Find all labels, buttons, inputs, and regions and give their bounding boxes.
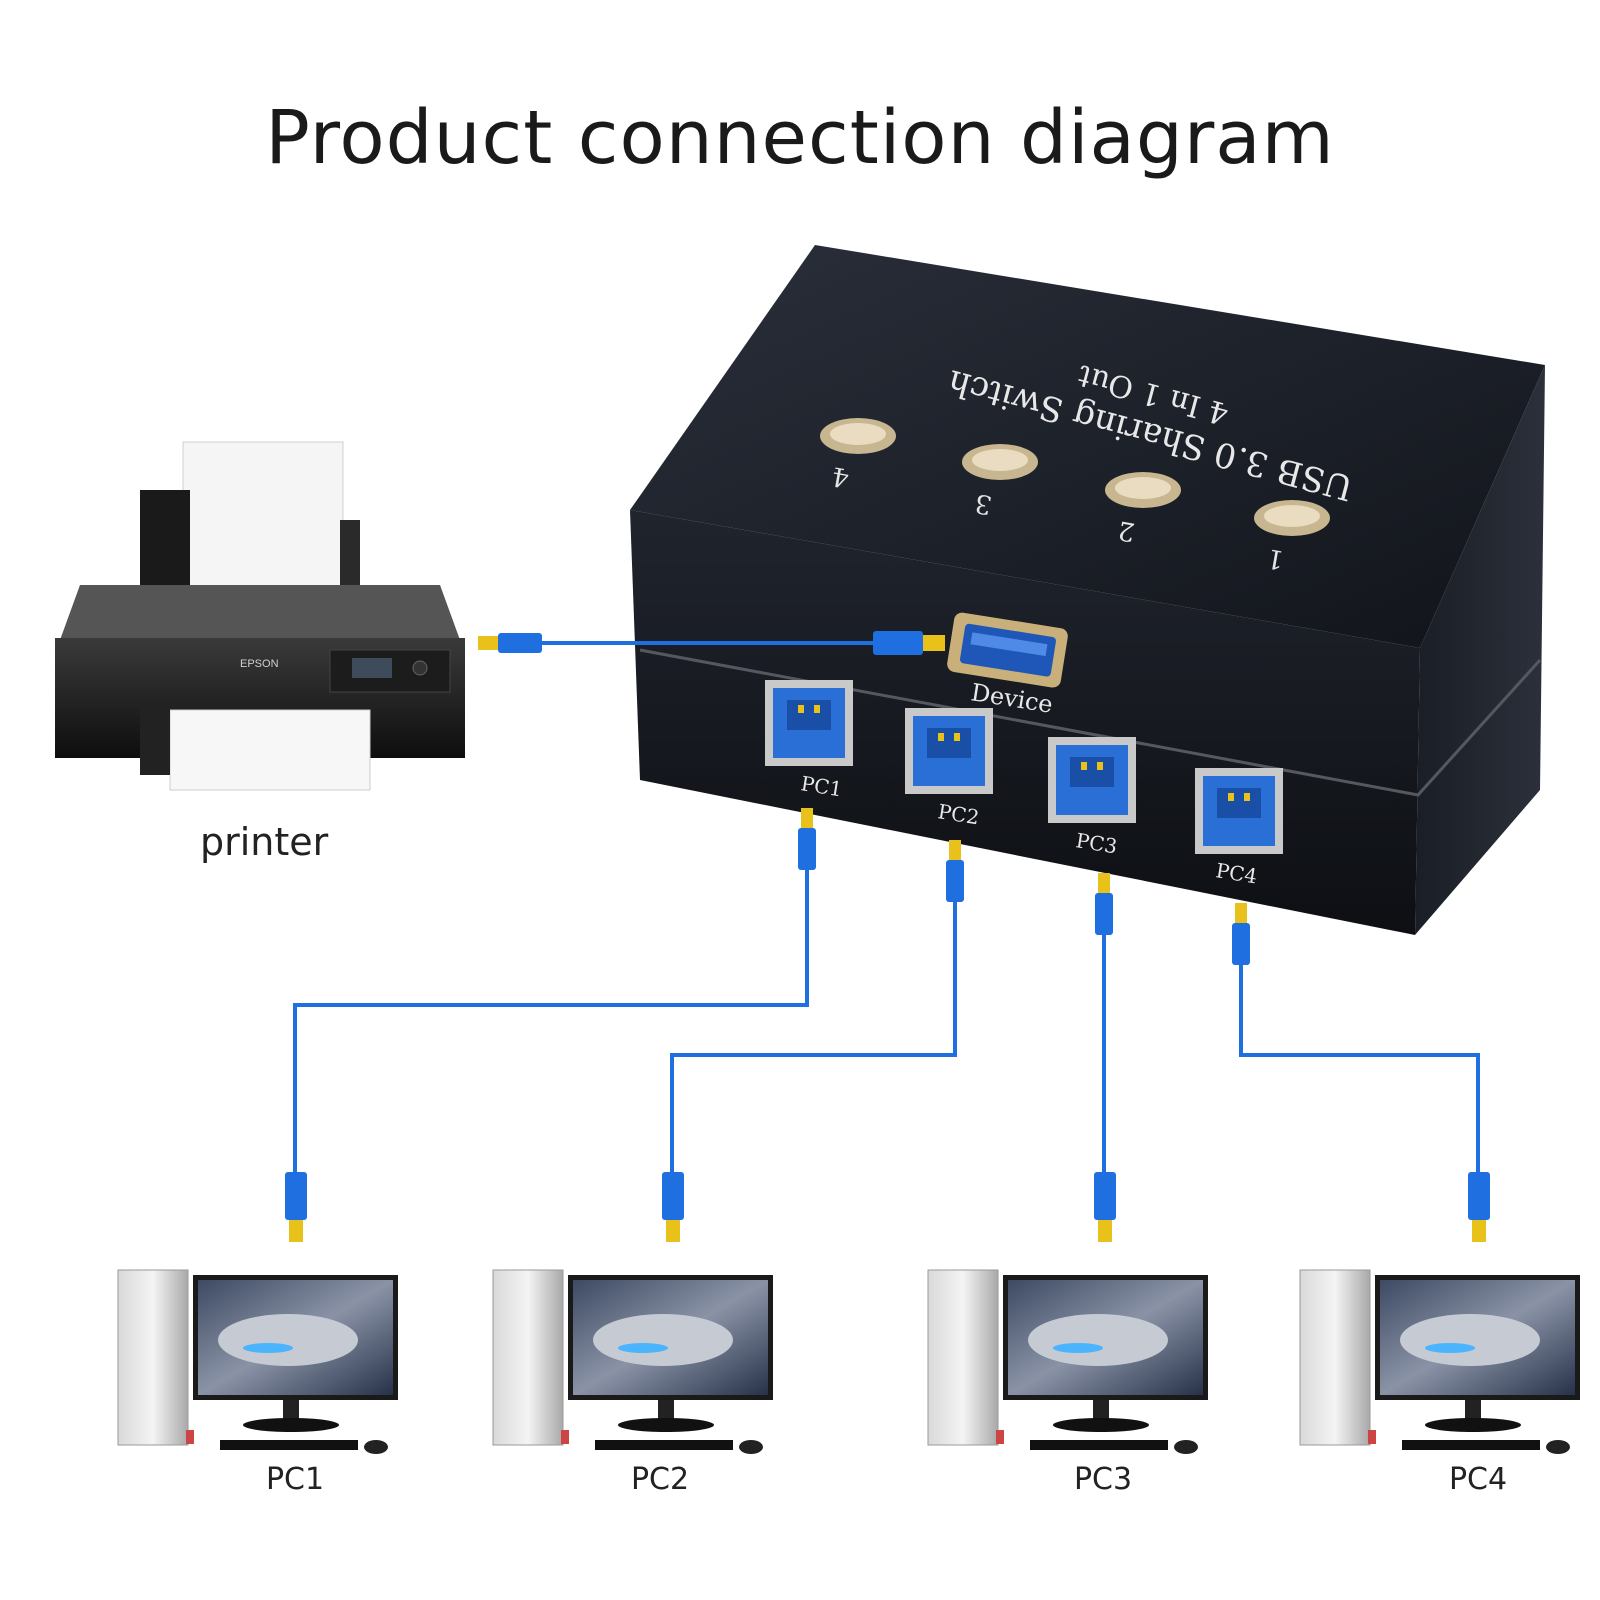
computer-pc4 bbox=[1299, 1269, 1580, 1454]
device-port[interactable] bbox=[946, 611, 1069, 688]
switch-top-face bbox=[630, 245, 1545, 648]
switch-buttons bbox=[820, 418, 1330, 536]
pc-port-1[interactable] bbox=[765, 680, 853, 766]
pc4-cable bbox=[1239, 905, 1480, 1175]
pc3-label: PC3 bbox=[1073, 1462, 1133, 1497]
button-number-2: 2 bbox=[1116, 514, 1138, 546]
pc1-label: PC1 bbox=[265, 1462, 325, 1497]
button-number-1: 1 bbox=[1265, 542, 1287, 574]
switch-button-2[interactable] bbox=[1105, 472, 1181, 508]
usb-sharing-switch: 4 3 2 1 USB 3.0 Sharing Switch 4 In 1 Ou… bbox=[630, 245, 1545, 935]
page-title: Product connection diagram bbox=[265, 95, 1335, 181]
switch-button-3[interactable] bbox=[962, 444, 1038, 480]
pc-port-2[interactable] bbox=[905, 708, 993, 794]
computer-pc1 bbox=[117, 1269, 398, 1454]
pc2-cable bbox=[670, 840, 957, 1175]
switch-side-face bbox=[1415, 365, 1545, 935]
cable-plugs bbox=[285, 631, 1490, 1242]
pc-port-3[interactable] bbox=[1048, 737, 1136, 823]
pc4-label: PC4 bbox=[1448, 1462, 1508, 1497]
cables bbox=[293, 641, 1480, 1175]
switch-button-1[interactable] bbox=[1254, 500, 1330, 536]
printer-image: EPSON bbox=[55, 441, 465, 791]
button-number-3: 3 bbox=[973, 487, 995, 519]
computer-pc3 bbox=[927, 1269, 1208, 1454]
switch-button-4[interactable] bbox=[820, 418, 896, 454]
button-number-4: 4 bbox=[830, 460, 852, 492]
pc-port-4[interactable] bbox=[1195, 768, 1283, 854]
computer-pc2 bbox=[492, 1269, 773, 1454]
pc1-cable bbox=[293, 810, 809, 1175]
pc2-label: PC2 bbox=[630, 1462, 690, 1497]
printer-label: printer bbox=[200, 820, 329, 864]
printer-brand: EPSON bbox=[240, 658, 279, 670]
